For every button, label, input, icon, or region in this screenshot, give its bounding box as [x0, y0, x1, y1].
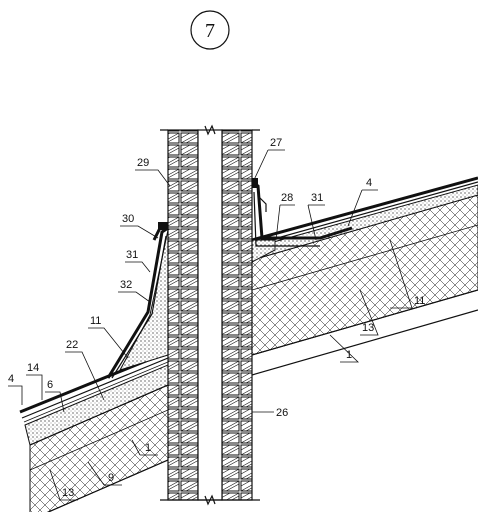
callout-4-top: 4 [366, 177, 372, 189]
right-slab-top-line [252, 224, 478, 291]
right-membrane-second [252, 181, 478, 246]
left-sealant [158, 222, 170, 230]
callout-28: 28 [281, 192, 293, 204]
callout-26: 26 [276, 407, 288, 419]
callout-31-right: 31 [311, 192, 323, 204]
figure-number: 7 [190, 10, 230, 50]
callout-13-right: 13 [362, 322, 374, 334]
left-screed-layer [24, 364, 168, 446]
callout-4-left: 4 [8, 373, 14, 385]
callout-11-left: 11 [90, 315, 101, 327]
right-sealant [248, 178, 258, 188]
right-slab-line [252, 289, 478, 356]
figure-number-text: 7 [205, 20, 215, 42]
chimney-right-wall [221, 129, 253, 501]
leader-30 [120, 225, 159, 239]
leader-6 [45, 391, 65, 413]
callout-1-right: 1 [346, 349, 352, 361]
leader-11a [88, 327, 129, 359]
callout-31-left: 31 [126, 249, 138, 261]
right-membrane-top [252, 176, 478, 242]
leader-14 [26, 374, 43, 400]
right-flashing-second [253, 191, 320, 247]
callout-22: 22 [66, 339, 78, 351]
chimney-break-mark-top [204, 124, 216, 136]
callout-29: 29 [137, 157, 149, 169]
leader-4b [8, 385, 23, 405]
callout-11-right: 11 [414, 295, 425, 307]
leader-31a [307, 204, 325, 241]
callout-27: 27 [270, 137, 282, 149]
leader-1b [131, 439, 158, 456]
left-vapor-layer [29, 384, 168, 446]
callout-1-left: 1 [145, 442, 151, 454]
leader-32 [118, 291, 151, 303]
callout-9: 9 [108, 472, 114, 484]
leader-13b [49, 469, 78, 501]
callout-6: 6 [47, 379, 53, 391]
right-slab-bottom-line [252, 309, 478, 376]
left-upturn [106, 222, 170, 379]
left-flashing-second [111, 235, 167, 379]
figure-number-circle [190, 10, 230, 50]
leader-27 [253, 149, 285, 181]
callout-32: 32 [120, 279, 132, 291]
leader-28 [275, 204, 295, 241]
callout-14: 14 [27, 362, 39, 374]
leader-9 [87, 461, 122, 486]
callout-labels: 29 27 4 28 31 30 31 32 11 22 11 13 1 4 1… [8, 137, 425, 499]
callout-13-left: 13 [62, 487, 74, 499]
leader-22 [65, 351, 105, 401]
leader-31b [125, 261, 151, 273]
left-membrane-second [21, 357, 168, 419]
leader-lines [8, 149, 413, 501]
leader-29 [135, 169, 171, 187]
leader-1a [329, 334, 359, 363]
right-roof-slope [252, 176, 478, 376]
left-membrane-third [23, 361, 168, 423]
left-slab-top-line [29, 409, 168, 471]
chimney-flue [197, 129, 223, 501]
right-fixing-bar [257, 195, 267, 212]
callout-30: 30 [122, 213, 134, 225]
chimney [160, 124, 260, 506]
left-slab-line [46, 459, 168, 512]
leader-4a [347, 189, 378, 227]
leader-13a [359, 289, 379, 336]
chimney-left-wall [167, 129, 199, 501]
right-upturn [248, 178, 353, 263]
right-screed-layer [252, 184, 478, 261]
leader-11b [389, 239, 413, 309]
